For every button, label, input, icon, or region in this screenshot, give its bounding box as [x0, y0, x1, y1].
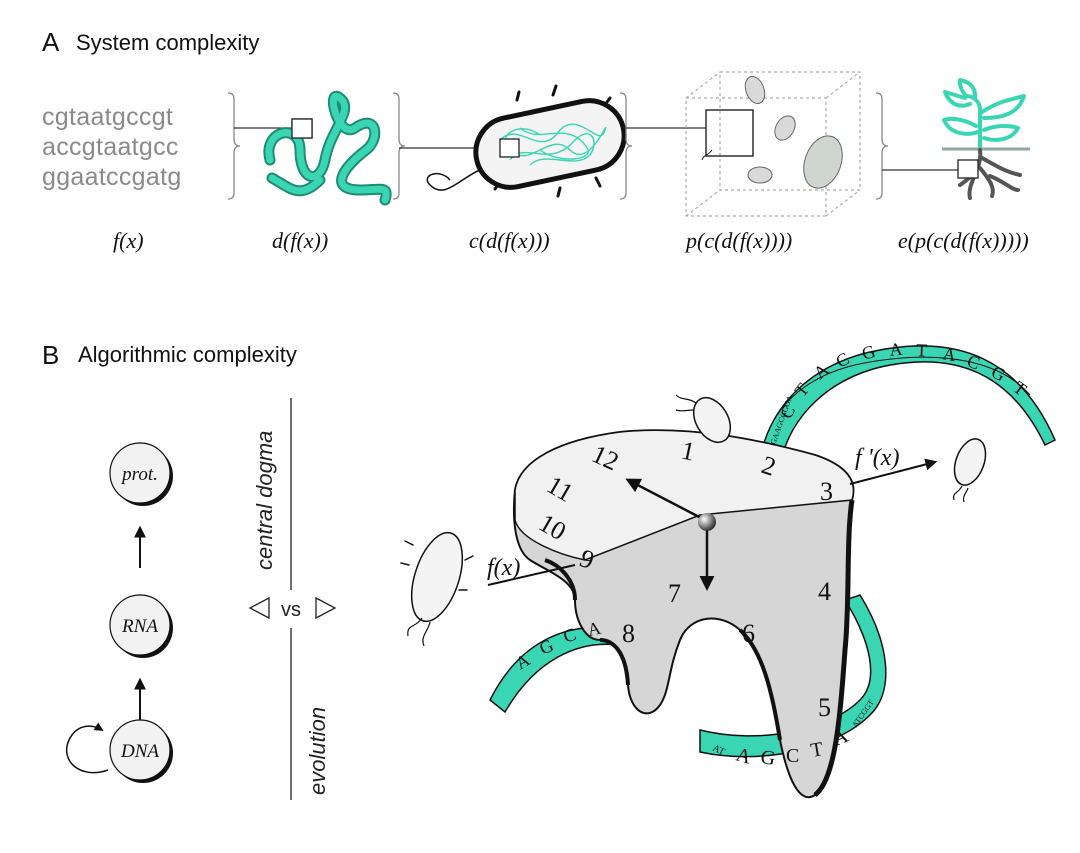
node-dna-label: DNA [120, 741, 159, 762]
function-label-p: p(c(d(f(x)))) [686, 228, 793, 253]
ribbon-top-letter: T [916, 340, 928, 360]
sequence-line-2: accgtaatgcc [42, 133, 179, 161]
input-label: f(x) [487, 555, 520, 581]
node-dna [109, 719, 171, 781]
output-label: f '(x) [855, 445, 899, 471]
clock-number-1: 1 [679, 436, 698, 467]
ribbon-bottom-letter: A [734, 744, 754, 769]
central-dogma-diagram [65, 442, 173, 783]
dna-ribbon-top [759, 345, 1056, 466]
ribbon-bottom-letter: C [786, 745, 799, 767]
ribbon-left-letter: A [586, 618, 603, 640]
input-arrow [487, 564, 576, 586]
bacterium-right-icon [953, 438, 987, 503]
clock-number-4: 4 [818, 577, 831, 606]
ribbon-top-letter: G [860, 341, 878, 364]
node-prot-label: prot. [120, 464, 158, 485]
bacterium-cell-icon [426, 84, 627, 198]
function-label-d: d(f(x)) [272, 228, 329, 253]
central-dogma-label: central dogma [252, 431, 277, 570]
clock-number-8: 8 [622, 619, 635, 648]
clock-hand-12 [625, 478, 706, 522]
ribbon-top-text: C T A C G A T A C G T GAAGCGGGA [768, 339, 1030, 446]
ribbon-bottom-letter: G [759, 746, 776, 770]
node-prot [109, 442, 171, 504]
bacterium-small-icon [744, 75, 843, 189]
clock-center-icon [698, 513, 716, 531]
function-label-f: f(x) [113, 228, 144, 253]
left-triangle-icon [248, 596, 270, 620]
bacterium-top-icon [675, 394, 732, 444]
clock-number-6: 6 [742, 619, 755, 648]
ribbon-bottom-letter: T [809, 738, 825, 762]
panel-b-title: Algorithmic complexity [78, 342, 297, 367]
sequence-line-3: ggaatccgatg [42, 163, 182, 191]
function-label-e: e(p(c(d(f(x))))) [898, 228, 1029, 253]
ribbon-top-letter: C [965, 351, 983, 374]
bracket-3 [619, 92, 633, 200]
clock-number-5: 5 [818, 693, 831, 722]
bracket-4 [875, 92, 889, 200]
vs-label: vs [281, 599, 301, 621]
population-cube-icon [685, 71, 861, 217]
panel-b-letter: B [42, 340, 60, 370]
evolution-label: evolution [305, 707, 330, 795]
bacterium-left-icon [400, 531, 474, 647]
clock-number-3: 3 [820, 477, 833, 506]
bracket-2 [392, 92, 406, 200]
output-arrow [849, 458, 938, 485]
sequence-line-1: cgtaatgccgt [42, 103, 174, 131]
node-rna [109, 594, 171, 656]
zoom-box-1-overlay [291, 118, 313, 139]
dna-sequence-text: cgtaatgccgt accgtaatgcc ggaatccgatg [42, 102, 182, 192]
melting-clock-icon [512, 429, 855, 798]
clock-number-7: 7 [668, 579, 681, 608]
node-rna-label: RNA [121, 616, 158, 637]
ribbon-bottom-small-left: AT [711, 743, 727, 758]
dna-coil-icon [263, 90, 392, 206]
plant-icon [942, 78, 1030, 200]
ribbon-top-letter: A [941, 343, 957, 365]
panel-a-title: System complexity [76, 30, 260, 55]
right-triangle-icon [315, 596, 337, 620]
bracket-1 [227, 92, 241, 200]
ribbon-top-letter: A [888, 339, 903, 360]
function-label-c: c(d(f(x))) [469, 228, 550, 253]
panel-a-letter: A [42, 27, 60, 57]
